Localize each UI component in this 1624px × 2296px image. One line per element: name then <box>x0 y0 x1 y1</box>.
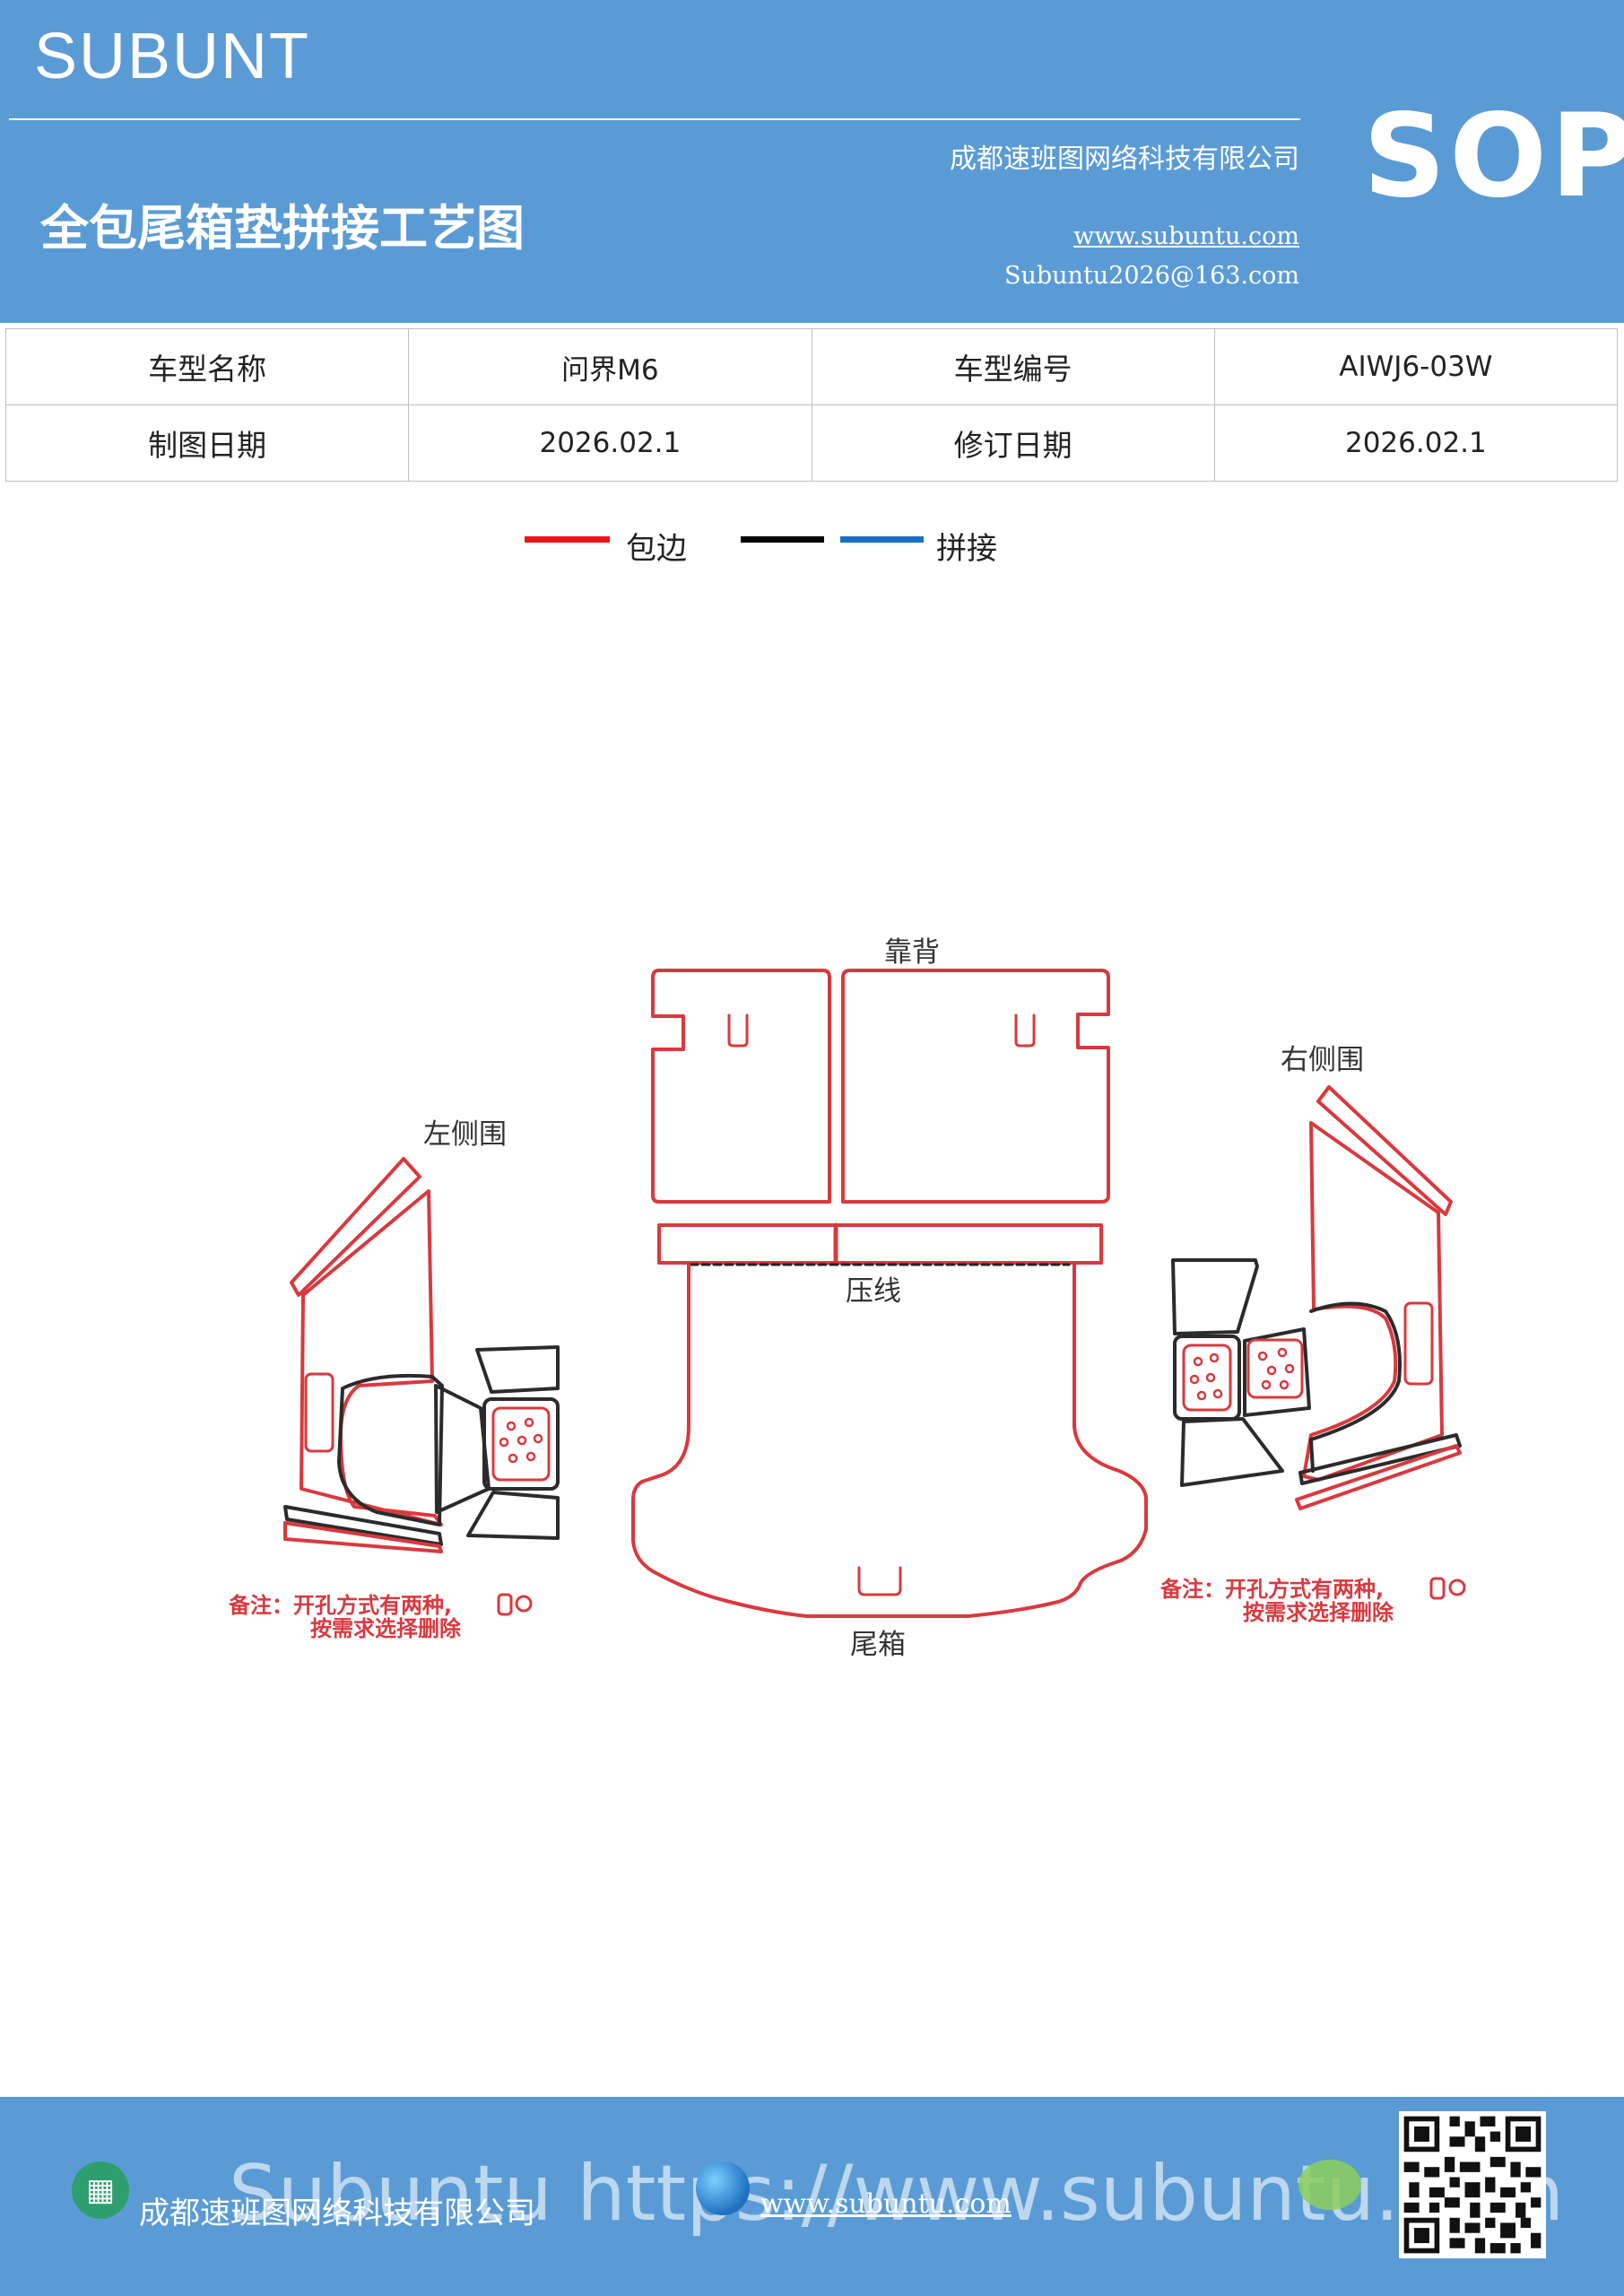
trunk-label: 尾箱 <box>850 1629 906 1661</box>
backrest-left-panel <box>651 969 831 1204</box>
left-side-wedge <box>434 1384 491 1514</box>
legend-swatch-black <box>741 536 824 543</box>
left-side-lower-black-strip <box>283 1505 443 1546</box>
press-strip <box>657 1223 1103 1265</box>
sop-badge: SOP <box>1363 90 1624 223</box>
left-note-line2: 按需求选择删除 <box>310 1616 462 1641</box>
left-side-holes <box>499 1417 543 1464</box>
model-name-value: 问界M6 <box>408 328 812 405</box>
backrest-right-slot <box>1014 1013 1036 1048</box>
backrest-label: 靠背 <box>884 936 940 969</box>
right-note-slot-icon <box>1429 1577 1446 1600</box>
header-divider <box>9 118 1300 120</box>
table-row: 车型名称 问界M6 车型编号 AIWJ6-03W <box>4 328 1619 405</box>
left-note-slot-icon <box>497 1593 513 1616</box>
legend-swatch-red <box>525 536 610 543</box>
legend-swatch-blue <box>840 536 924 543</box>
right-side-slot <box>1403 1301 1434 1386</box>
footer-website-link[interactable]: www.subuntu.com <box>760 2188 1012 2220</box>
backrest-right-panel <box>841 969 1110 1204</box>
qr-code-icon <box>1399 2111 1546 2258</box>
left-note-line1: 备注：开孔方式有两种, <box>228 1593 452 1618</box>
draw-date-value: 2026.02.1 <box>408 404 812 482</box>
right-side-label: 右侧围 <box>1281 1044 1364 1076</box>
left-side-bottom-flap <box>466 1491 560 1540</box>
right-side-holes <box>1189 1347 1295 1401</box>
backrest-left-slot <box>727 1013 749 1048</box>
vehicle-info-table: 车型名称 问界M6 车型编号 AIWJ6-03W 制图日期 2026.02.1 … <box>4 328 1619 482</box>
footer-company-name: 成都速班图网络科技有限公司 <box>139 2196 535 2231</box>
draw-date-label: 制图日期 <box>4 404 410 482</box>
right-note-line2: 按需求选择删除 <box>1243 1600 1394 1625</box>
legend-label-splice: 拼接 <box>936 531 997 567</box>
right-note-hole-icon <box>1448 1578 1466 1596</box>
table-row: 制图日期 2026.02.1 修订日期 2026.02.1 <box>4 404 1619 482</box>
globe-icon <box>696 2161 750 2215</box>
model-code-label: 车型编号 <box>811 328 1215 405</box>
right-side-bottom-red-strip <box>1295 1444 1462 1510</box>
left-side-upper-strip <box>290 1157 421 1297</box>
model-name-label: 车型名称 <box>4 328 410 405</box>
right-side-wedge <box>1243 1327 1311 1417</box>
brand-logo: SUBUNT <box>34 21 311 92</box>
left-side-speaker-panel <box>482 1397 560 1491</box>
right-side-bottom-flap <box>1180 1417 1284 1487</box>
right-side-top-flap <box>1171 1258 1259 1335</box>
trunk-floor-notch <box>857 1566 902 1596</box>
left-side-label: 左侧围 <box>423 1118 507 1151</box>
footer-banner: ▦ 成都速班图网络科技有限公司 Subuntu https://www.subu… <box>0 2097 1624 2296</box>
company-website-link[interactable]: www.subuntu.com <box>1073 222 1299 250</box>
company-name: 成都速班图网络科技有限公司 <box>950 144 1299 175</box>
right-side-upper-strip <box>1316 1085 1453 1216</box>
right-side-main-panel <box>1302 1121 1444 1482</box>
model-code-value: AIWJ6-03W <box>1213 328 1619 405</box>
revise-date-label: 修订日期 <box>811 404 1215 482</box>
revise-date-value: 2026.02.1 <box>1213 404 1619 482</box>
right-side-speaker-cutout-b <box>1246 1338 1304 1399</box>
right-side-inner-black <box>1309 1301 1402 1473</box>
header-banner: SUBUNT 全包尾箱垫拼接工艺图 成都速班图网络科技有限公司 www.subu… <box>0 0 1624 323</box>
legend-label-hem: 包边 <box>626 531 687 567</box>
left-side-speaker-cutout <box>491 1406 551 1482</box>
left-side-top-flap <box>475 1345 560 1394</box>
left-side-inner-black <box>337 1373 444 1526</box>
left-side-slot <box>304 1372 334 1453</box>
document-title: 全包尾箱垫拼接工艺图 <box>40 199 525 257</box>
company-email: Subuntu2026@163.com <box>1004 262 1299 290</box>
left-side-main-panel <box>300 1189 443 1526</box>
left-note-hole-icon <box>515 1595 533 1613</box>
right-side-lower-black-strip <box>1298 1433 1462 1485</box>
wechat-icon <box>1298 2160 1361 2210</box>
building-icon: ▦ <box>72 2161 129 2219</box>
right-side-speaker-cutout-a <box>1182 1344 1232 1412</box>
right-side-speaker-panel-a <box>1173 1335 1241 1421</box>
right-note-line1: 备注：开孔方式有两种, <box>1159 1577 1384 1602</box>
line-legend: 包边 拼接 <box>0 522 1624 576</box>
trunk-floor-panel <box>631 1263 1148 1618</box>
left-side-bottom-red-strip <box>283 1521 443 1553</box>
press-line-label: 压线 <box>846 1275 901 1308</box>
